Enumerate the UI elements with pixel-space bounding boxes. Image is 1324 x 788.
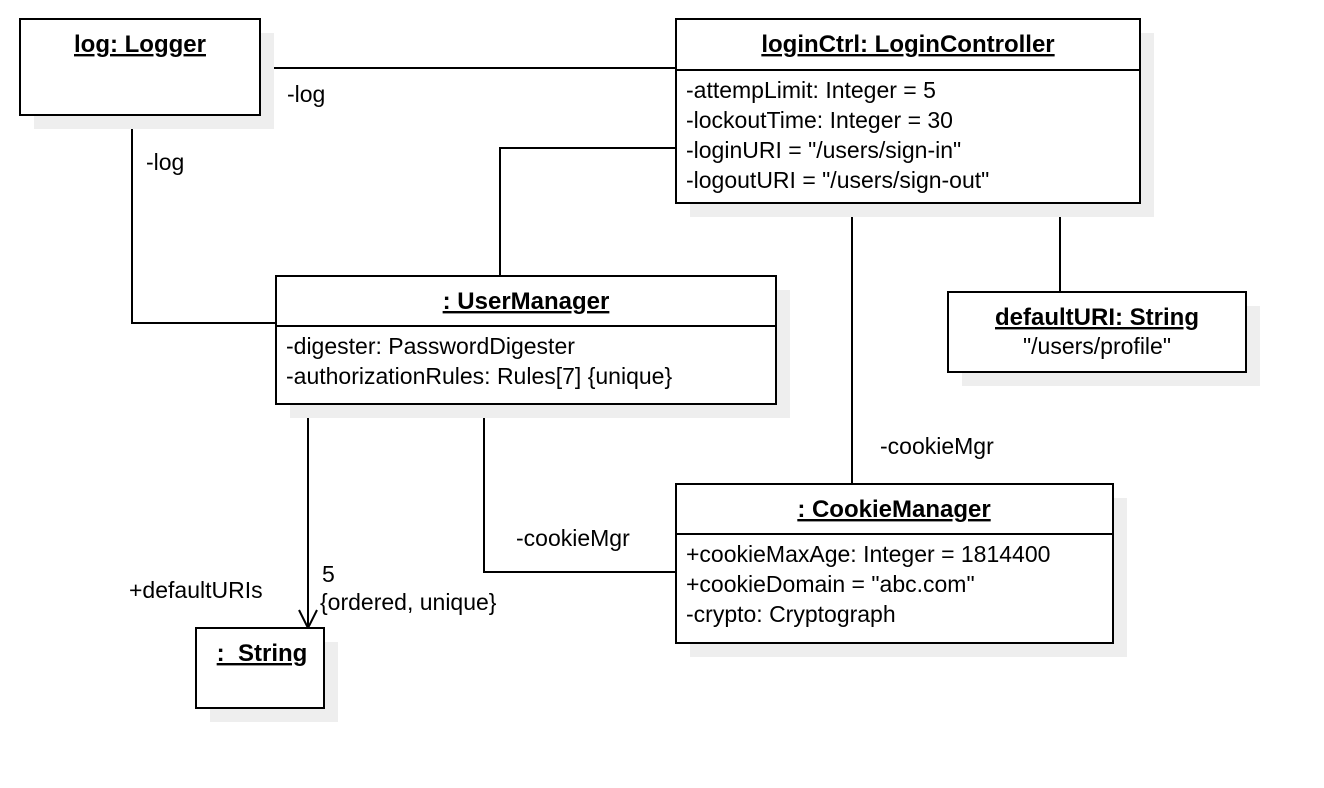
attribute-lockout-time: -lockoutTime: Integer = 30 [686, 107, 953, 133]
link-label-multiplicity: 5 [322, 561, 335, 587]
object-string-box [195, 627, 325, 709]
attribute-crypto: -crypto: Cryptograph [686, 601, 896, 627]
link-logger-user-manager [131, 116, 276, 324]
object-cookie-manager: : CookieManager +cookieMaxAge: Integer =… [675, 483, 1127, 657]
link-label-log-left: -log [146, 149, 184, 175]
object-default-uri-value: "/users/profile" [1023, 333, 1171, 359]
object-logger: log: Logger [19, 18, 274, 129]
object-cookie-manager-box [675, 483, 1114, 644]
object-user-manager-title: : UserManager [443, 288, 610, 315]
object-user-manager-box [275, 275, 777, 405]
object-user-manager: : UserManager -digester: PasswordDigeste… [275, 275, 790, 418]
attribute-attemp-limit: -attempLimit: Integer = 5 [686, 77, 936, 103]
attribute-cookie-max-age: +cookieMaxAge: Integer = 1814400 [686, 541, 1050, 567]
link-user-manager-controller [499, 147, 676, 276]
attribute-logout-uri: -logoutURI = "/users/sign-out" [686, 167, 989, 193]
attribute-authorization-rules: -authorizationRules: Rules[7] {unique} [286, 363, 672, 389]
object-login-controller: loginCtrl: LoginController -attempLimit:… [675, 18, 1154, 217]
object-logger-box [19, 18, 261, 116]
object-login-controller-box [675, 18, 1141, 204]
attribute-digester: -digester: PasswordDigester [286, 333, 575, 359]
object-logger-title: log: Logger [74, 31, 206, 58]
object-string-title: : String [217, 640, 308, 667]
link-user-manager-cookie-manager [483, 404, 676, 573]
link-label-default-uris: +defaultURIs [129, 577, 263, 603]
object-default-uri-box [947, 291, 1247, 373]
attribute-cookie-domain: +cookieDomain = "abc.com" [686, 571, 975, 597]
attribute-login-uri: -loginURI = "/users/sign-in" [686, 137, 961, 163]
link-labels: -log -log -cookieMgr -cookieMgr +default… [129, 81, 994, 615]
links [131, 67, 1061, 631]
object-cookie-manager-title: : CookieManager [797, 496, 990, 523]
object-default-uri: defaultURI: String "/users/profile" [947, 291, 1260, 386]
object-login-controller-title: loginCtrl: LoginController [761, 31, 1054, 58]
link-label-cookie-mgr-left: -cookieMgr [516, 525, 630, 551]
link-label-constraint: {ordered, unique} [320, 589, 497, 615]
link-label-log-top: -log [287, 81, 325, 107]
object-string: : String [195, 627, 338, 722]
link-label-cookie-mgr-right: -cookieMgr [880, 433, 994, 459]
object-default-uri-title: defaultURI: String [995, 304, 1199, 331]
